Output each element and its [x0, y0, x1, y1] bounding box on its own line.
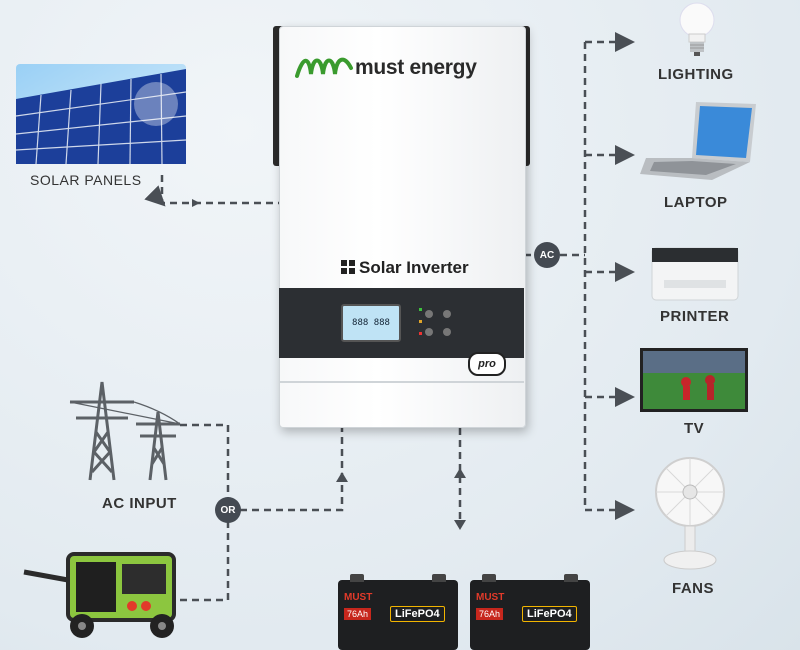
label-ac-input: AC INPUT [102, 495, 177, 512]
label-laptop: LAPTOP [664, 194, 728, 211]
wire-or-to-inv [228, 428, 342, 510]
label-lighting: LIGHTING [658, 66, 734, 83]
wire-solar [162, 175, 280, 203]
laptop-icon [640, 100, 760, 187]
label-fans: FANS [672, 580, 714, 597]
tv-icon [640, 348, 748, 417]
battery-pack-2: MUST 76Ah LiFePO4 [470, 580, 590, 650]
battery-chemistry: LiFePO4 [522, 606, 577, 622]
inverter-pro-badge: pro [468, 352, 506, 376]
or-badge: OR [215, 497, 241, 523]
power-tower-icon [60, 372, 190, 487]
inverter-model: Solar Inverter [359, 258, 469, 278]
label-solar-panels: SOLAR PANELS [30, 172, 142, 188]
battery-pack-1: MUST 76Ah LiFePO4 [338, 580, 458, 650]
battery-brand: MUST [344, 592, 372, 603]
inverter-lcd: 888 888 [341, 304, 401, 342]
wire-generator [180, 510, 228, 600]
battery-terminal-icon [350, 574, 364, 582]
label-printer: PRINTER [660, 308, 729, 325]
label-tv: TV [684, 420, 704, 437]
inverter-control-panel [279, 288, 524, 358]
battery-brand: MUST [476, 592, 504, 603]
printer-icon [650, 240, 740, 307]
generator-icon [22, 540, 182, 645]
battery-capacity: 76Ah [344, 608, 371, 620]
solar-panel-icon [16, 64, 186, 164]
solar-inverter: must energy Solar Inverter 888 888 pro [279, 26, 524, 426]
battery-terminal-icon [564, 574, 578, 582]
light-bulb-icon [672, 0, 722, 65]
ac-badge: AC [534, 242, 560, 268]
battery-chemistry: LiFePO4 [390, 606, 445, 622]
must-energy-logo-icon [295, 54, 355, 89]
inverter-buttons-icon [419, 306, 459, 347]
fan-icon [650, 456, 730, 577]
battery-capacity: 76Ah [476, 608, 503, 620]
inverter-bottom-cover [279, 381, 524, 428]
grid-logo-icon [341, 260, 355, 279]
battery-terminal-icon [432, 574, 446, 582]
battery-terminal-icon [482, 574, 496, 582]
inverter-brand: must energy [355, 56, 477, 80]
